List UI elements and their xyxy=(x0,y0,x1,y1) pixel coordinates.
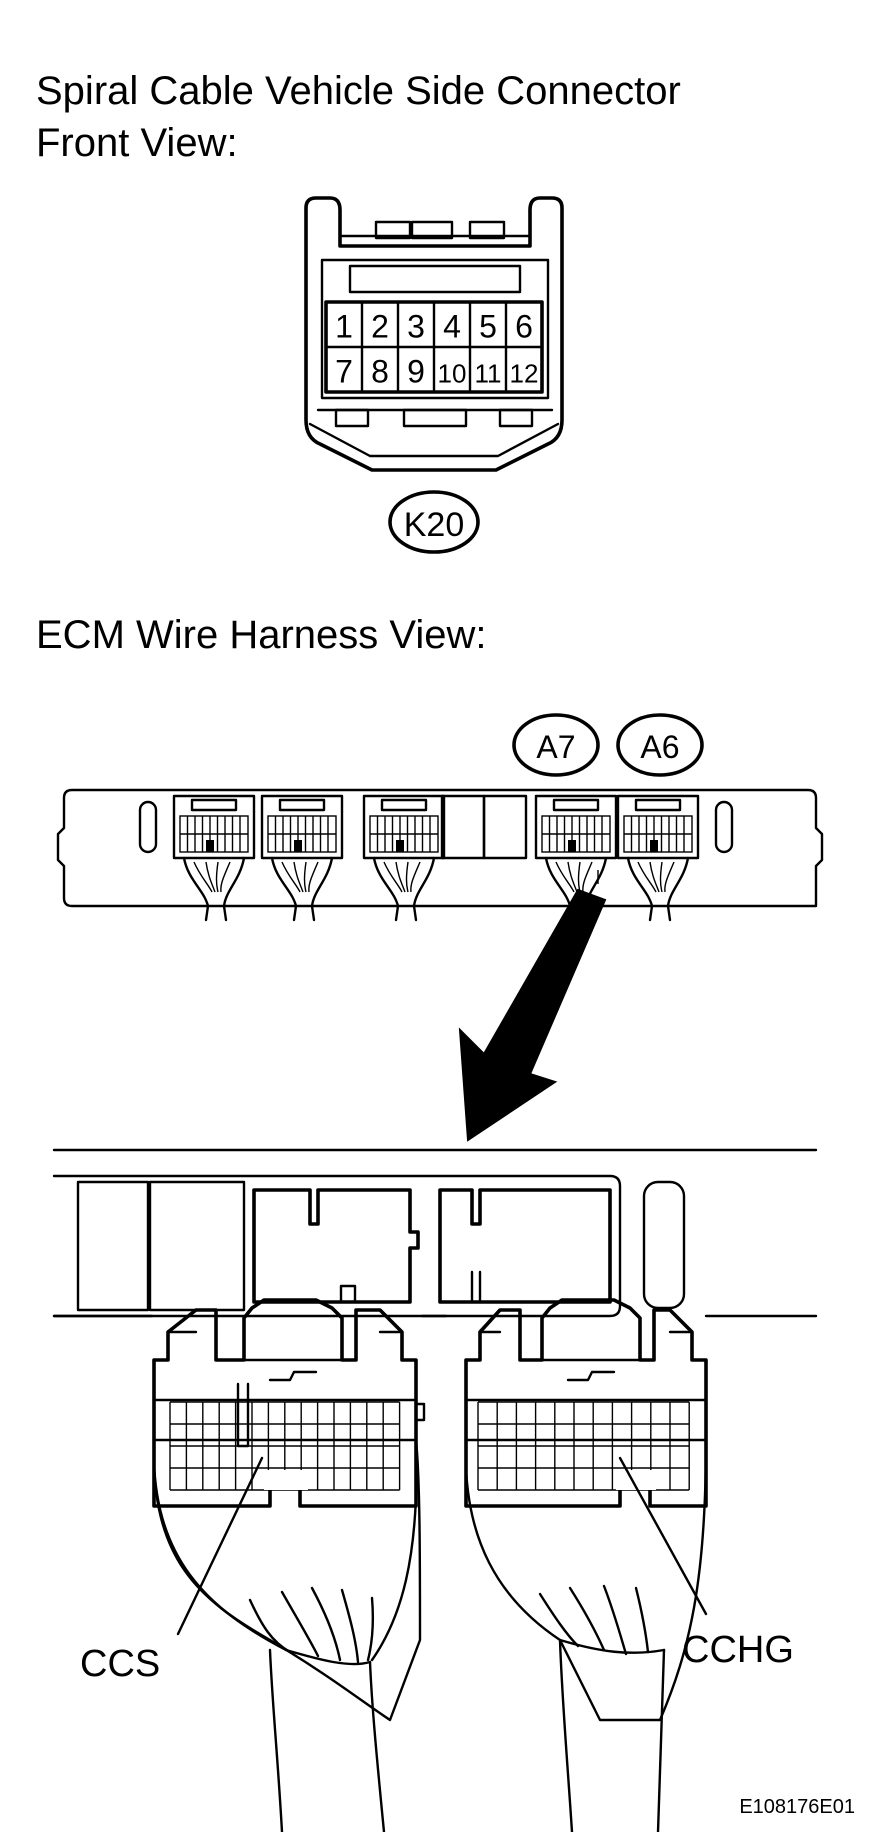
a6-label-oval xyxy=(616,713,704,777)
ecm-enlarged-view: CCS CCHG xyxy=(52,1148,818,1832)
k20-connector-label: K20 xyxy=(404,506,465,544)
ecm-connector-housing xyxy=(172,794,256,922)
ccs-terminal-label: CCS xyxy=(80,1643,160,1685)
ccs-leader-line xyxy=(176,1456,264,1636)
k20-pin-11: 11 xyxy=(475,359,502,389)
k20-pin-3: 3 xyxy=(407,309,425,345)
diagram-title-line-1: Spiral Cable Vehicle Side Connector xyxy=(36,69,681,113)
k20-pin-12: 12 xyxy=(510,359,539,389)
k20-pin-10: 10 xyxy=(438,359,467,389)
k20-pin-5: 5 xyxy=(479,309,497,345)
a7-label-oval xyxy=(512,713,600,777)
k20-pin-7: 7 xyxy=(335,354,353,390)
harness-wires xyxy=(248,1584,666,1832)
a6-connector-label: A6 xyxy=(640,729,679,765)
ccs-connector xyxy=(152,1298,426,1722)
a7-connector-label: A7 xyxy=(536,729,575,765)
cchg-terminal-label: CCHG xyxy=(682,1629,794,1671)
k20-label-oval xyxy=(388,490,480,554)
view-arrow-icon xyxy=(458,888,607,1142)
k20-pin-4: 4 xyxy=(443,309,461,345)
diagram-title-line-2: Front View: xyxy=(36,121,238,165)
ecm-connector-housing xyxy=(260,794,344,922)
ecm-section-title: ECM Wire Harness View: xyxy=(36,613,487,657)
k20-pin-6: 6 xyxy=(515,309,533,345)
k20-pin-9: 9 xyxy=(407,354,425,390)
k20-pin-8: 8 xyxy=(371,354,389,390)
cchg-leader-line xyxy=(618,1456,708,1616)
k20-pin-2: 2 xyxy=(371,309,389,345)
ecm-connector-housing xyxy=(616,794,700,922)
cchg-connector xyxy=(464,1298,708,1722)
k20-pin-1: 1 xyxy=(335,309,353,345)
ecm-top-view: A7 A6 xyxy=(56,713,824,922)
ecm-connector-housing xyxy=(362,794,446,922)
ecm-connector-housing xyxy=(534,794,618,922)
figure-id: E108176E01 xyxy=(739,1796,855,1818)
